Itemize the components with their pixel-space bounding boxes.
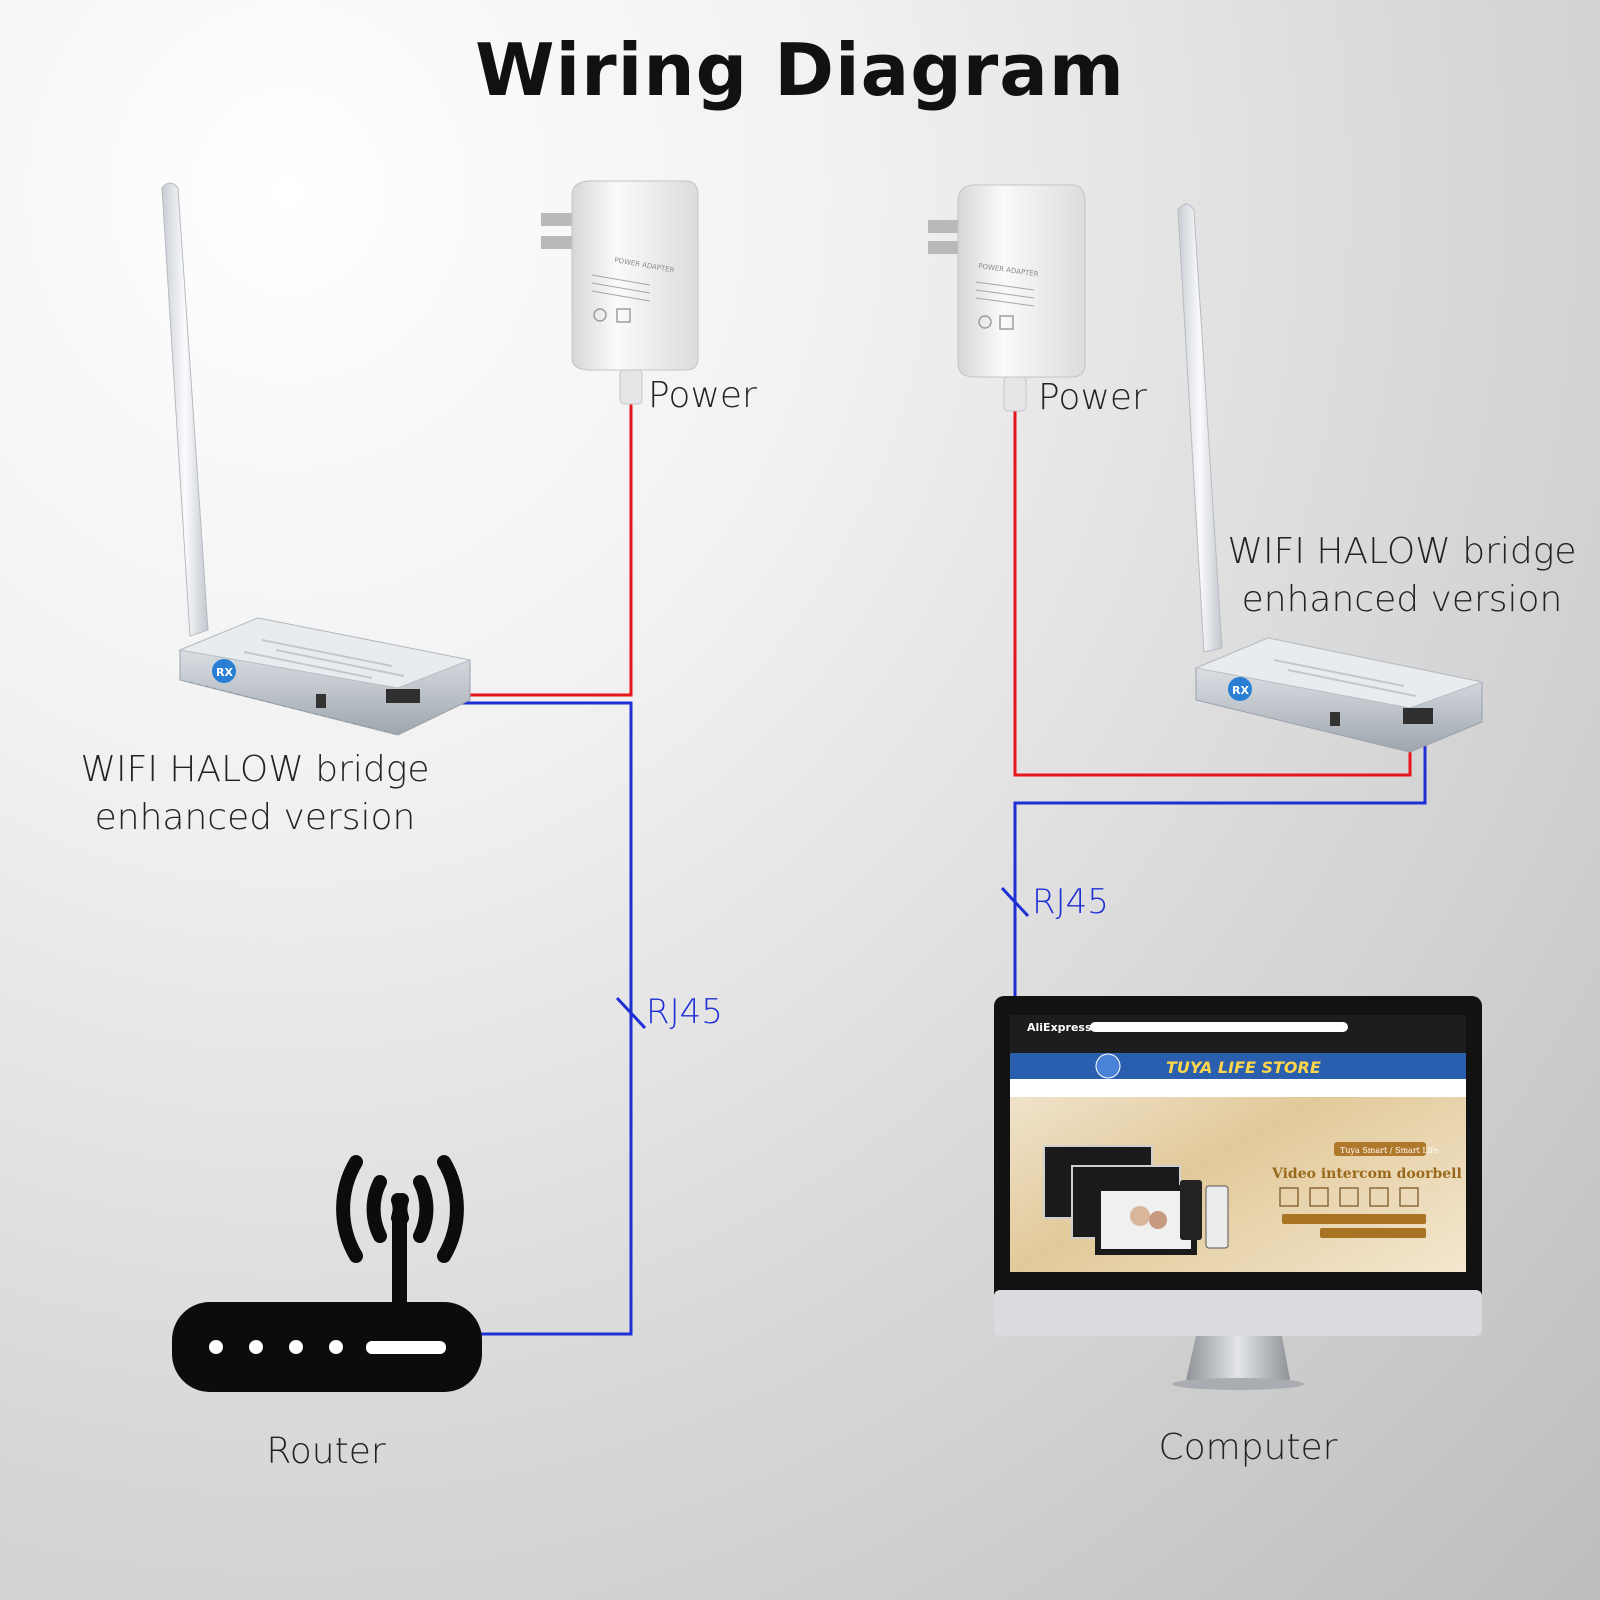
power-adapter-right: POWER ADAPTER: [928, 184, 1086, 412]
bridge-label-right-line1: WIFI HALOW bridge: [1227, 531, 1577, 572]
router-icon: [172, 1155, 482, 1392]
power-wire-left: [405, 400, 633, 697]
computer-monitor: AliExpress TUYA LIFE STORE Tuya Smart / …: [994, 996, 1482, 1390]
rj45-label-right: RJ45: [1032, 882, 1109, 922]
network-wire-left: [405, 701, 633, 1336]
screen-headline: Video intercom doorbell: [1271, 1166, 1462, 1182]
rx-badge-right: [1228, 677, 1252, 701]
svg-text:RX: RX: [216, 666, 233, 679]
wifi-bridge-right: RX: [1177, 203, 1484, 753]
wifi-bridge-left: RX: [161, 182, 472, 736]
screen-store-banner: TUYA LIFE STORE: [1166, 1058, 1321, 1077]
svg-text:RX: RX: [1232, 684, 1249, 697]
bridge-label-left: WIFI HALOW bridge enhanced version: [60, 746, 450, 842]
power-label-left: Power: [648, 375, 757, 416]
monitor-stand: [1186, 1336, 1290, 1380]
power-adapter-left: POWER ADAPTER: [541, 180, 699, 405]
rj45-tick-right: [1000, 886, 1030, 918]
bridge-label-right-line2: enhanced version: [1241, 579, 1563, 620]
antenna-left: [161, 182, 209, 637]
power-label-right: Power: [1038, 377, 1147, 418]
bridge-label-left-line1: WIFI HALOW bridge: [80, 749, 430, 790]
antenna-right: [1177, 203, 1223, 653]
rj45-tick-left: [615, 996, 647, 1030]
bridge-label-right: WIFI HALOW bridge enhanced version: [1212, 528, 1592, 624]
router-label: Router: [266, 1431, 386, 1472]
rj45-label-left: RJ45: [646, 992, 723, 1032]
screen-brand: AliExpress: [1027, 1021, 1092, 1034]
wifi-signal-icon: [336, 1155, 363, 1263]
wires: [405, 400, 1427, 1336]
rx-badge-left: [212, 659, 236, 683]
bridge-label-left-line2: enhanced version: [94, 797, 416, 838]
diagram-title: Wiring Diagram: [475, 28, 1125, 112]
computer-label: Computer: [1158, 1427, 1338, 1468]
network-wire-right: [1013, 725, 1427, 996]
screen-tag: Tuya Smart / Smart Life: [1340, 1146, 1438, 1155]
